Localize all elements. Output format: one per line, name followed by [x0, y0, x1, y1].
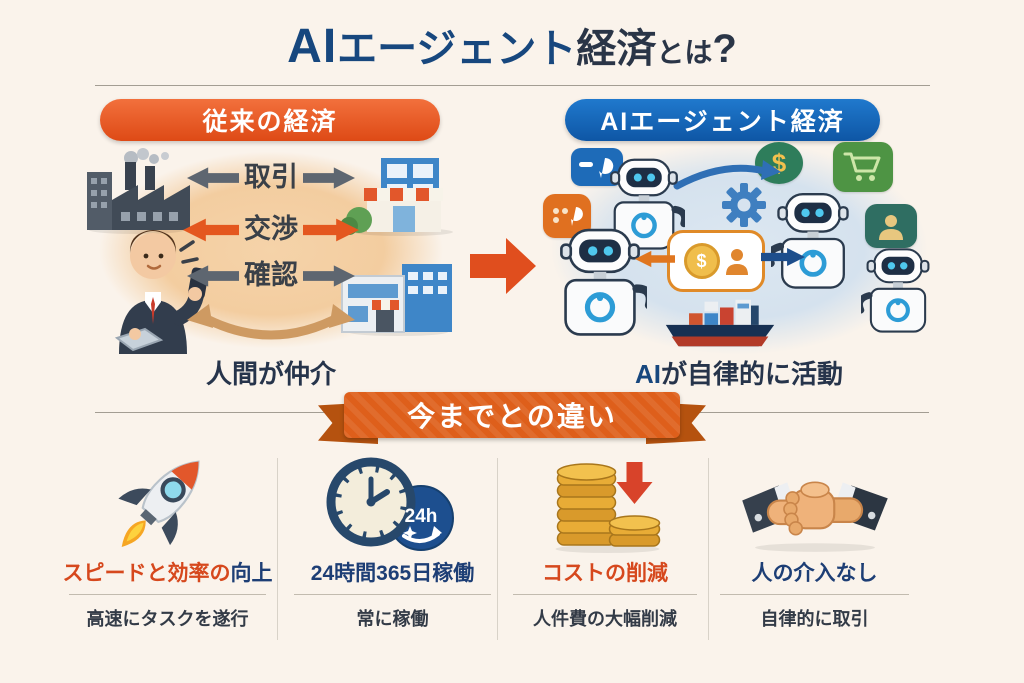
feature-cost: コストの削減 人件費の大幅削減 — [505, 450, 705, 631]
robot-icon — [603, 158, 689, 265]
title-underline — [293, 594, 492, 596]
star-icon — [402, 526, 417, 540]
right-caption: AIが自律的に活動 — [543, 354, 935, 391]
two-way-curved-arrow-icon — [181, 302, 361, 353]
feature-autonomy: 人の介入なし 自律的に取引 — [712, 450, 917, 631]
confirmation-label: 確認 — [244, 260, 298, 290]
user-icon — [725, 249, 748, 275]
feature-title: 人の介入なし — [752, 562, 878, 586]
left-block-arrow-icon — [635, 246, 675, 277]
title-underline — [513, 594, 697, 596]
title-underline — [68, 594, 267, 596]
awning-icon — [372, 300, 399, 310]
transaction-label: 取引 — [244, 162, 298, 192]
negotiation-bubble-icon: $ — [667, 230, 765, 292]
feature-title-rest: 向上 — [230, 562, 273, 585]
title-divider — [95, 85, 930, 86]
right-arrow-icon — [303, 166, 355, 189]
feature-title-accent: スピードと効率の — [62, 562, 231, 585]
robot-icon — [856, 246, 935, 349]
title-keizai: 経済 — [576, 27, 657, 71]
feature-title: 24時間365日稼働 — [311, 562, 474, 586]
left-arrow-icon — [187, 264, 239, 287]
feature-title-rest: 人の介入なし — [751, 562, 878, 585]
traditional-economy-scene: 取引 交渉 確認 — [69, 130, 473, 370]
page-title: AIエージェント経済とは? — [0, 16, 1024, 74]
left-caption: 人間が仲介 — [205, 359, 336, 389]
curved-arrow-icon — [671, 158, 783, 197]
businessman-icon — [91, 222, 221, 359]
handshake-icon — [740, 450, 890, 554]
right-block-arrow-icon — [466, 232, 540, 305]
robot-icon — [765, 188, 855, 309]
office-building-icon — [340, 252, 454, 341]
title-ai: AI — [287, 20, 338, 73]
transaction-arrow-row: 取引 — [187, 164, 355, 191]
feature-subtitle: 人件費の大幅削減 — [533, 609, 677, 630]
down-arrow-icon — [616, 462, 653, 504]
right-arrow-icon — [303, 218, 359, 241]
user-bubble-icon — [865, 204, 917, 248]
caption-ai: AI — [634, 359, 661, 389]
rocket-icon — [117, 450, 218, 554]
badge-24h-label: 24h — [404, 506, 437, 527]
ribbon-title: 今までとの違い — [344, 392, 680, 438]
feature-title-accent: コストの削減 — [542, 562, 668, 585]
feature-subtitle: 自律的に取引 — [760, 609, 869, 630]
right-block-arrow-icon — [761, 244, 805, 275]
coins-decrease-icon — [546, 450, 664, 554]
user-icon — [879, 215, 903, 240]
caption-rest: が自律的に活動 — [660, 359, 843, 389]
feature-title: コストの削減 — [542, 562, 668, 586]
gear-icon — [721, 182, 767, 233]
feature-uptime: 24h 24時間365日稼働 常に稼働 — [285, 450, 500, 631]
column-divider — [277, 458, 278, 640]
left-arrow-icon — [183, 218, 239, 241]
cart-bubble-icon — [833, 142, 893, 192]
feature-subtitle: 常に稼働 — [356, 609, 429, 630]
coin-icon: $ — [683, 243, 720, 279]
negotiation-arrow-row: 交渉 — [183, 216, 359, 243]
cargo-ship-icon — [661, 292, 779, 357]
title-underline — [720, 594, 909, 596]
left-arrow-icon — [187, 166, 239, 189]
cart-icon — [843, 152, 881, 181]
negotiation-label: 交渉 — [244, 214, 298, 244]
ai-agent-economy-scene: $ — [527, 126, 951, 370]
feature-title: スピードと効率の向上 — [63, 562, 273, 586]
title-towa: とは — [656, 37, 713, 68]
dollar-symbol: $ — [696, 250, 707, 271]
feature-title-rest: 24時間365日稼働 — [310, 562, 475, 585]
speech-lines-icon — [179, 240, 199, 264]
confirmation-arrow-row: 確認 — [187, 262, 355, 289]
feature-speed: スピードと効率の向上 高速にタスクを遂行 — [60, 450, 275, 631]
column-divider — [708, 458, 709, 640]
clock-24h-icon: 24h — [326, 450, 460, 554]
feature-subtitle: 高速にタスクを遂行 — [86, 609, 249, 630]
title-question: ? — [712, 27, 737, 71]
robot-icon — [553, 228, 654, 353]
storefront-icon — [337, 156, 457, 241]
right-arrow-icon — [303, 264, 355, 287]
column-divider — [497, 458, 498, 640]
title-agent: エージェント — [337, 27, 577, 71]
awning-icon — [364, 188, 443, 201]
